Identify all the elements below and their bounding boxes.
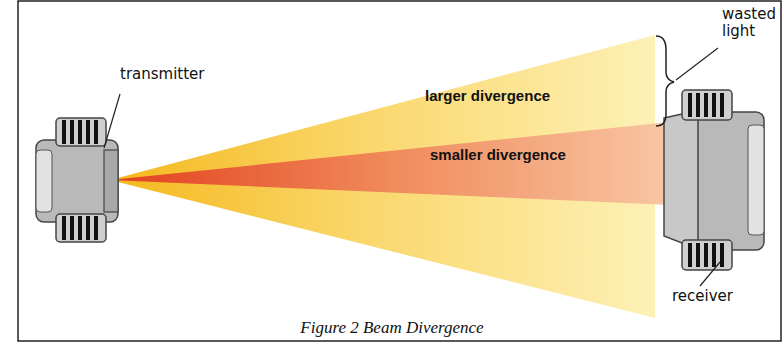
ring-stripe (94, 120, 98, 144)
ring-stripe (712, 93, 716, 117)
receiver-label: receiver (672, 288, 733, 305)
ring-stripe (688, 243, 692, 267)
narrow-beam (110, 122, 670, 205)
beam-label: smaller divergence (430, 146, 566, 163)
label-holder: transmitter (120, 66, 205, 83)
transmitter-leader (104, 94, 120, 148)
ring-stripe (704, 243, 708, 267)
beam-label: larger divergence (425, 87, 550, 104)
label-holder: wasted light (722, 6, 778, 41)
ring-stripe (696, 93, 700, 117)
wasted-light-brace (656, 36, 674, 126)
figure-caption: Figure 2 Beam Divergence (297, 318, 486, 338)
ring-stripe (720, 243, 724, 267)
ring-stripe (94, 216, 98, 240)
ring-stripe (78, 120, 82, 144)
caption-holder: Figure 2 Beam Divergence (0, 318, 784, 338)
ring-stripe (704, 93, 708, 117)
ring-stripe (62, 216, 66, 240)
receiver-leader (700, 262, 720, 286)
ring-stripe (86, 216, 90, 240)
transmitter-device (36, 118, 118, 242)
label-holder: larger divergence (425, 87, 550, 104)
ring-stripe (696, 243, 700, 267)
ring-stripe (62, 120, 66, 144)
label-holder: receiver (672, 288, 733, 305)
ring-stripe (70, 216, 74, 240)
ring-stripe (78, 216, 82, 240)
label-holder: smaller divergence (430, 146, 566, 163)
wasted-light-leader (676, 48, 718, 80)
ring-stripe (70, 120, 74, 144)
transmitter-label: transmitter (120, 66, 205, 83)
ring-stripe (720, 93, 724, 117)
frame-border (18, 1, 781, 341)
ring-stripe (86, 120, 90, 144)
receiver-device (664, 90, 764, 270)
ring-stripe (712, 243, 716, 267)
wasted-light-label: wasted light (722, 6, 778, 41)
ring-stripe (688, 93, 692, 117)
